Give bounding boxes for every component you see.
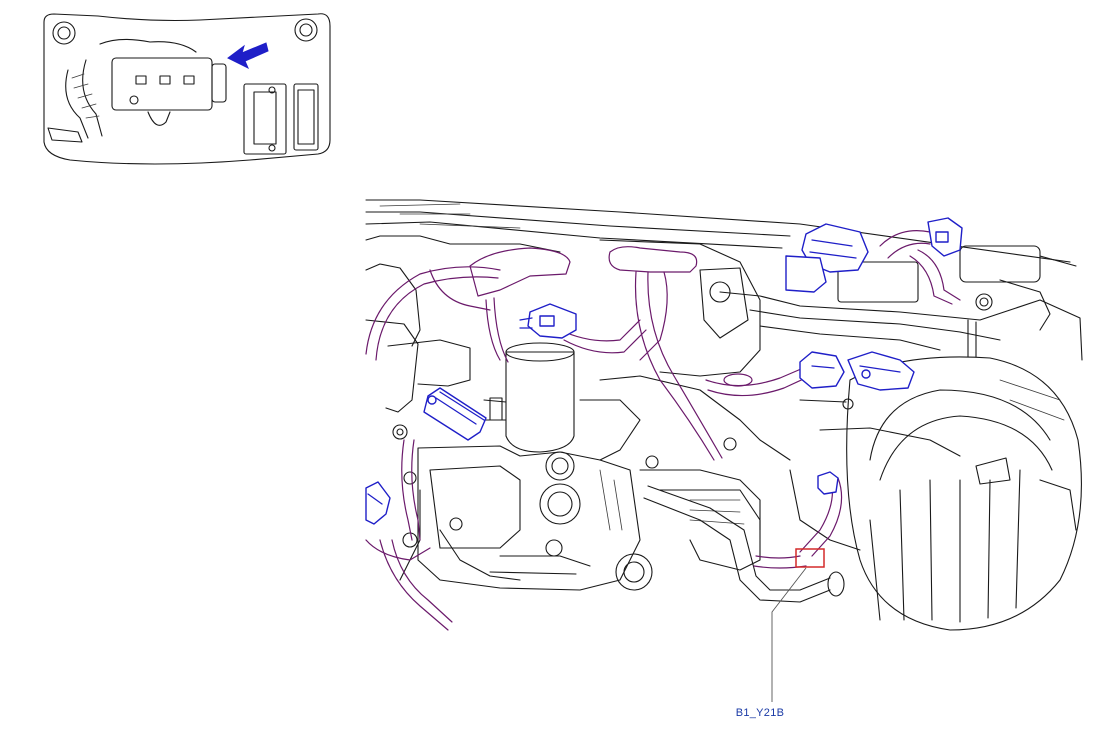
callout-marker-b1-y21b [795,548,825,568]
connector-left-sensor [423,387,487,441]
engine-assembly-drawing [365,199,1083,631]
inset-relay-box-left [243,83,287,155]
inset-locator-view [43,13,331,165]
connector-left-edge [365,481,391,525]
coolant-outlet-bottom [615,553,653,591]
locator-arrow-icon [227,42,269,70]
coolant-outlet-left [539,483,581,525]
inset-relay-box-right [293,83,319,151]
connector-top-cluster [785,223,869,293]
callout-leader-line [771,567,807,702]
inset-connector [111,57,227,126]
connector-top-right [927,217,963,257]
connector-rail-middle [799,351,915,391]
callout-label: B1_Y21B [735,707,785,719]
connector-lower-right [817,471,839,495]
connector-throttle-top [519,303,577,339]
